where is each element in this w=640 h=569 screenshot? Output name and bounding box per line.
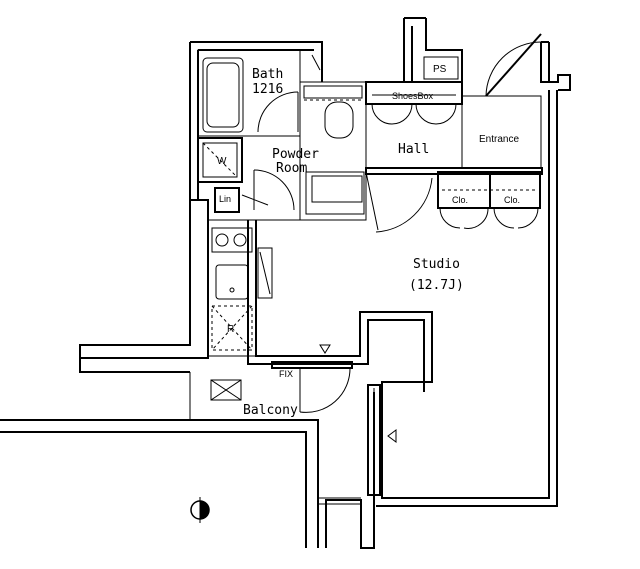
shoes-box-label: ShoesBox <box>392 91 434 101</box>
kitchen <box>207 219 273 357</box>
balcony-label: Balcony <box>243 403 298 418</box>
studio-size-label: (12.7J) <box>409 278 464 293</box>
studio-walls <box>247 219 433 392</box>
refrigerator-label: R <box>227 324 234 335</box>
washer-area <box>197 137 269 213</box>
entrance-door <box>462 33 542 97</box>
hall <box>365 81 543 233</box>
outer-walls <box>0 17 571 549</box>
north-arrow-icon <box>190 497 210 523</box>
studio-label: Studio <box>413 257 460 272</box>
washer-label: W <box>217 156 227 167</box>
linen-label: Lin <box>219 194 231 204</box>
balcony-door <box>210 361 353 413</box>
powder-room-label-2: Room <box>276 161 307 176</box>
entrance-label: Entrance <box>479 134 519 145</box>
fix-label: FIX <box>279 369 293 379</box>
ps-label: PS <box>433 64 447 75</box>
closet-2-label: Clo. <box>504 195 520 205</box>
bath-label: Bath <box>252 67 283 82</box>
closets <box>437 171 541 229</box>
side-window <box>367 384 397 496</box>
powder-room-label: Powder <box>272 147 319 162</box>
closet-1-label: Clo. <box>452 195 468 205</box>
bath-size-label: 1216 <box>252 82 283 97</box>
hall-label: Hall <box>398 142 429 157</box>
